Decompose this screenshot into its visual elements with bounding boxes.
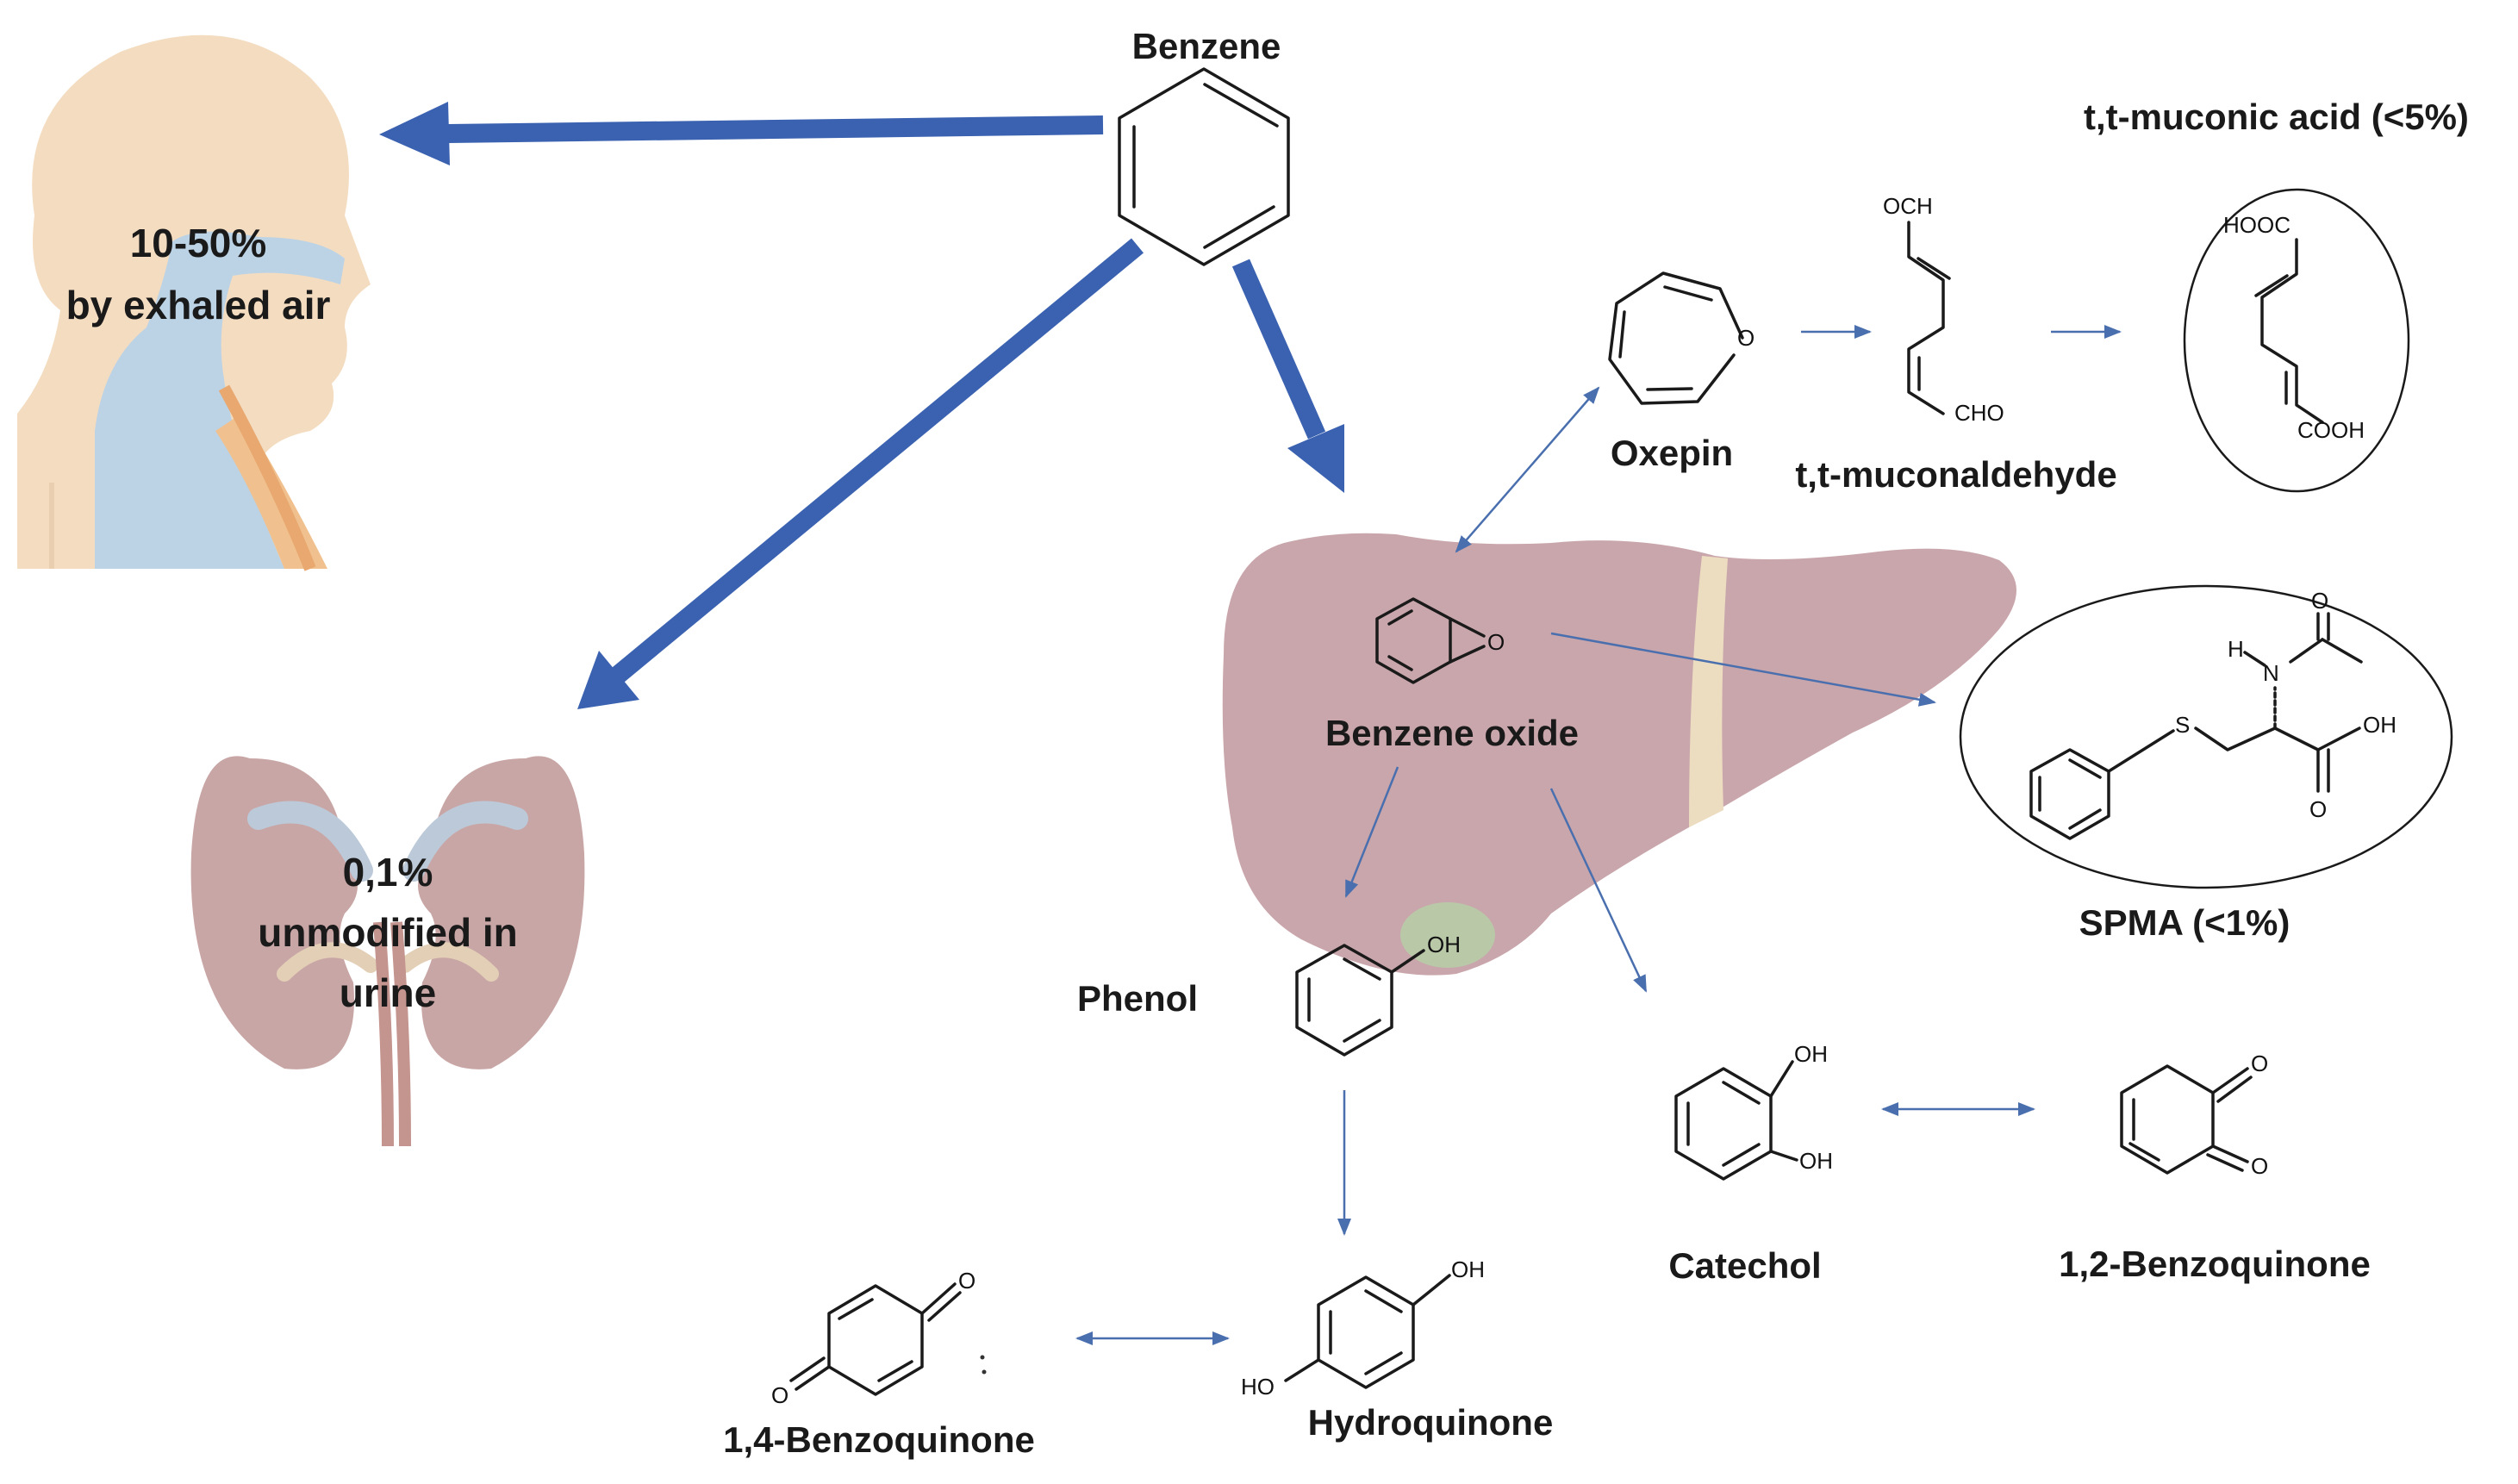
benzene-oxide-o: O: [1487, 629, 1505, 655]
hydroquinone-oh: OH: [1451, 1256, 1485, 1282]
muconic-acid-structure: HOOC COOH: [2183, 188, 2410, 493]
arrow-oxide-phenol: [1344, 766, 1399, 898]
oxepin-label: Oxepin: [1611, 433, 1733, 473]
urine-label-line2: urine: [340, 970, 436, 1015]
benzoquinone-14-structure: O O: [771, 1268, 987, 1408]
benzene-label: Benzene: [1132, 26, 1281, 66]
muconic-cooh: COOH: [2297, 417, 2365, 443]
spma-label: SPMA (<1%): [2079, 902, 2291, 943]
exhaled-label: by exhaled air: [66, 283, 331, 327]
phenol-structure: OH: [1295, 932, 1461, 1057]
arrow-oxide-catechol: [1549, 788, 1648, 993]
benzene-oxide-structure: O: [1375, 597, 1505, 684]
benzoquinone-12-o-top: O: [2251, 1051, 2268, 1076]
muconic-hooc: HOOC: [2223, 212, 2291, 238]
benzene-structure: [1118, 67, 1290, 266]
urine-percent: 0,1%: [343, 850, 433, 895]
exhaled-percent: 10-50%: [130, 221, 267, 265]
arrow-benzene-to-kidney: [577, 238, 1144, 709]
arrow-oxide-oxepin: [1455, 386, 1600, 553]
catechol-structure: OH OH: [1674, 1041, 1833, 1181]
benzoquinone-12-structure: O O: [2120, 1051, 2268, 1179]
spma-o-carbonyl: O: [2309, 796, 2327, 822]
benzoquinone-14-o-top: O: [958, 1268, 975, 1294]
phenol-oh: OH: [1427, 932, 1461, 957]
muconaldehyde-och: OCH: [1883, 193, 1933, 219]
arrow-oxide-spma: [1550, 632, 1936, 707]
muconaldehyde-label: t,t-muconaldehyde: [1795, 454, 2116, 495]
catechol-label: Catechol: [1668, 1245, 1821, 1286]
spma-oh: OH: [2363, 712, 2396, 738]
spma-n: N: [2263, 660, 2279, 686]
hydroquinone-structure: OH HO: [1241, 1256, 1485, 1400]
spma-h: H: [2228, 636, 2244, 662]
oxepin-structure: O: [1608, 271, 1754, 405]
arrow-benzene-to-liver: [1231, 259, 1344, 493]
benzoquinone-14-o-bottom: O: [771, 1382, 788, 1408]
spma-s: S: [2175, 712, 2190, 738]
oxepin-o: O: [1737, 325, 1754, 351]
human-head-icon: [17, 34, 371, 571]
muconic-acid-label: t,t-muconic acid (<5%): [2084, 97, 2469, 137]
liver-icon: [1222, 533, 2016, 976]
benzoquinone-14-label: 1,4-Benzoquinone: [723, 1419, 1035, 1460]
hydroquinone-label: Hydroquinone: [1308, 1402, 1554, 1443]
hydroquinone-ho: HO: [1241, 1374, 1275, 1400]
catechol-oh-bottom: OH: [1799, 1148, 1833, 1174]
muconaldehyde-structure: OCH CHO: [1883, 193, 2004, 426]
urine-label-line1: unmodified in: [258, 910, 518, 955]
catechol-oh-top: OH: [1794, 1041, 1828, 1067]
benzoquinone-12-label: 1,2-Benzoquinone: [2059, 1244, 2371, 1284]
benzene-oxide-label: Benzene oxide: [1325, 713, 1579, 753]
spma-structure: S O OH N H O: [1959, 584, 2453, 889]
muconaldehyde-cho: CHO: [1954, 400, 2004, 426]
spma-o-acetyl: O: [2311, 588, 2328, 614]
kidney-icon: [190, 756, 585, 1147]
benzoquinone-12-o-bottom: O: [2251, 1153, 2268, 1179]
arrow-benzene-to-exhaled: [379, 102, 1104, 165]
phenol-label: Phenol: [1077, 978, 1198, 1019]
